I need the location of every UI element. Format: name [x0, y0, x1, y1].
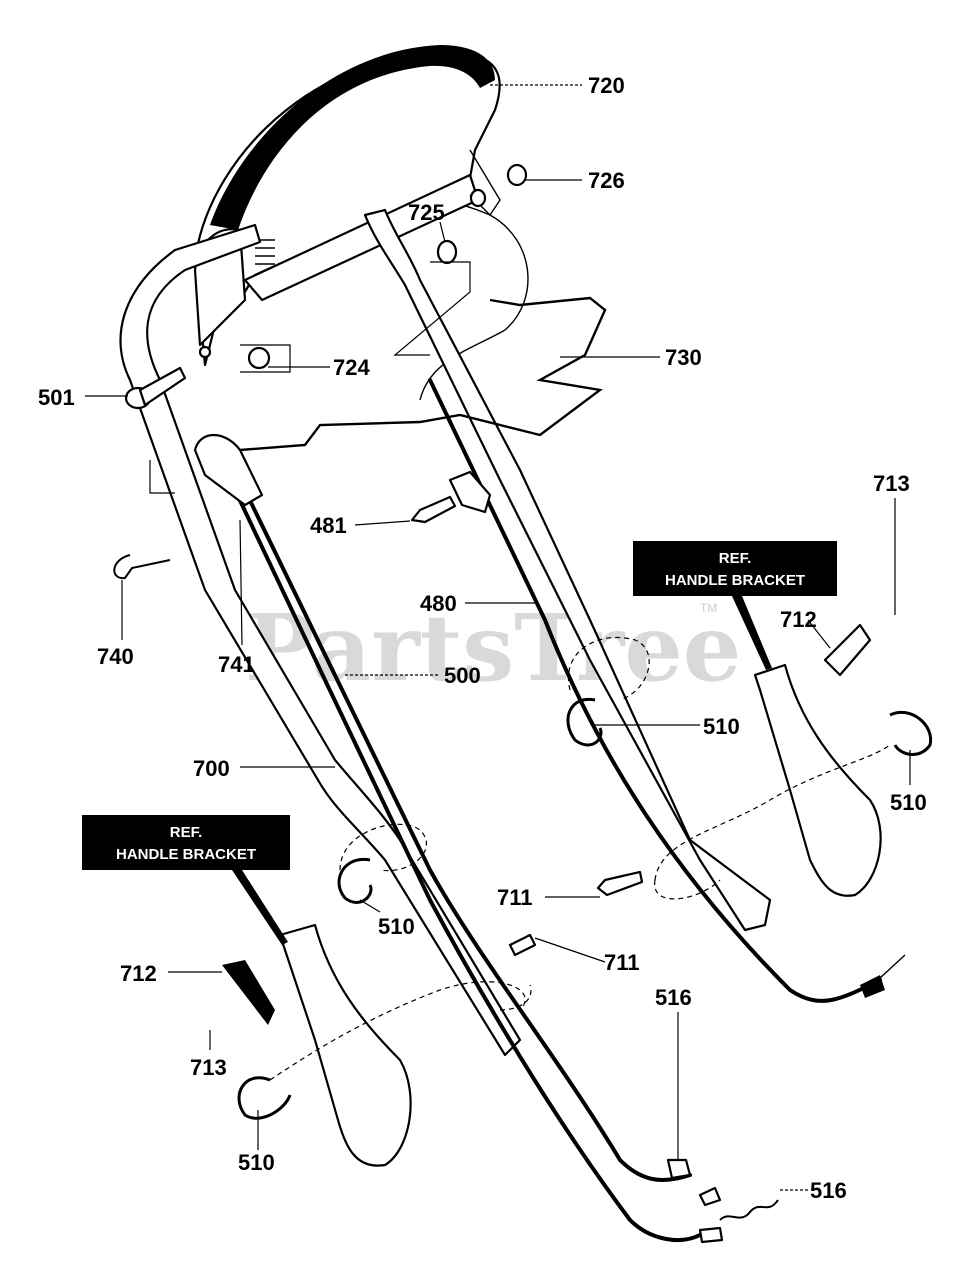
callout-510-upper: 510 [703, 714, 740, 739]
callout-711-upper: 711 [497, 885, 533, 910]
callout-740: 740 [97, 644, 134, 669]
svg-text:HANDLE BRACKET: HANDLE BRACKET [665, 572, 805, 589]
ref-box-right: REF. HANDLE BRACKET [633, 541, 837, 670]
cable-500 [238, 478, 692, 1182]
retaining-rings [237, 697, 933, 1120]
ref-box-left: REF. HANDLE BRACKET [82, 815, 290, 945]
callout-713-top: 713 [873, 471, 910, 496]
callout-700: 700 [193, 756, 230, 781]
callout-712-bottom: 712 [120, 961, 157, 986]
callout-730: 730 [665, 345, 702, 370]
alignment-lines [149, 261, 891, 1081]
bolts-and-clamps [508, 870, 779, 1244]
part-callouts: 720 726 725 724 730 501 481 713 740 741 … [38, 73, 927, 1203]
callout-726: 726 [588, 168, 625, 193]
callout-741: 741 [218, 652, 255, 677]
callout-711-lower: 711 [604, 950, 640, 975]
callout-713-bottom: 713 [190, 1055, 227, 1080]
lower-handle-700 [119, 208, 772, 1057]
callout-481: 481 [310, 513, 347, 538]
svg-text:HANDLE BRACKET: HANDLE BRACKET [116, 846, 256, 863]
upper-handle-720 [193, 45, 501, 367]
handle-bracket-left [222, 923, 412, 1167]
callout-501: 501 [38, 385, 75, 410]
watermark: PartsTree [245, 594, 741, 702]
callout-510-right: 510 [890, 790, 927, 815]
callout-724: 724 [333, 355, 370, 380]
callout-725: 725 [408, 200, 445, 225]
svg-text:REF.: REF. [170, 824, 203, 841]
watermark-tm: TM [700, 601, 717, 615]
callout-510-bottom: 510 [238, 1150, 275, 1175]
cable-guide [193, 434, 492, 514]
callout-480: 480 [420, 591, 457, 616]
callout-516-upper: 516 [655, 985, 692, 1010]
fasteners [113, 163, 528, 580]
callout-500: 500 [444, 663, 481, 688]
svg-text:REF.: REF. [719, 550, 752, 567]
callout-712-top: 712 [780, 607, 817, 632]
control-bail-730 [239, 296, 607, 452]
callout-720: 720 [588, 73, 625, 98]
leader-lines [85, 84, 911, 1191]
callout-510-mid: 510 [378, 914, 415, 939]
callout-516-lower: 516 [810, 1178, 847, 1203]
handle-bracket-right [753, 623, 882, 897]
